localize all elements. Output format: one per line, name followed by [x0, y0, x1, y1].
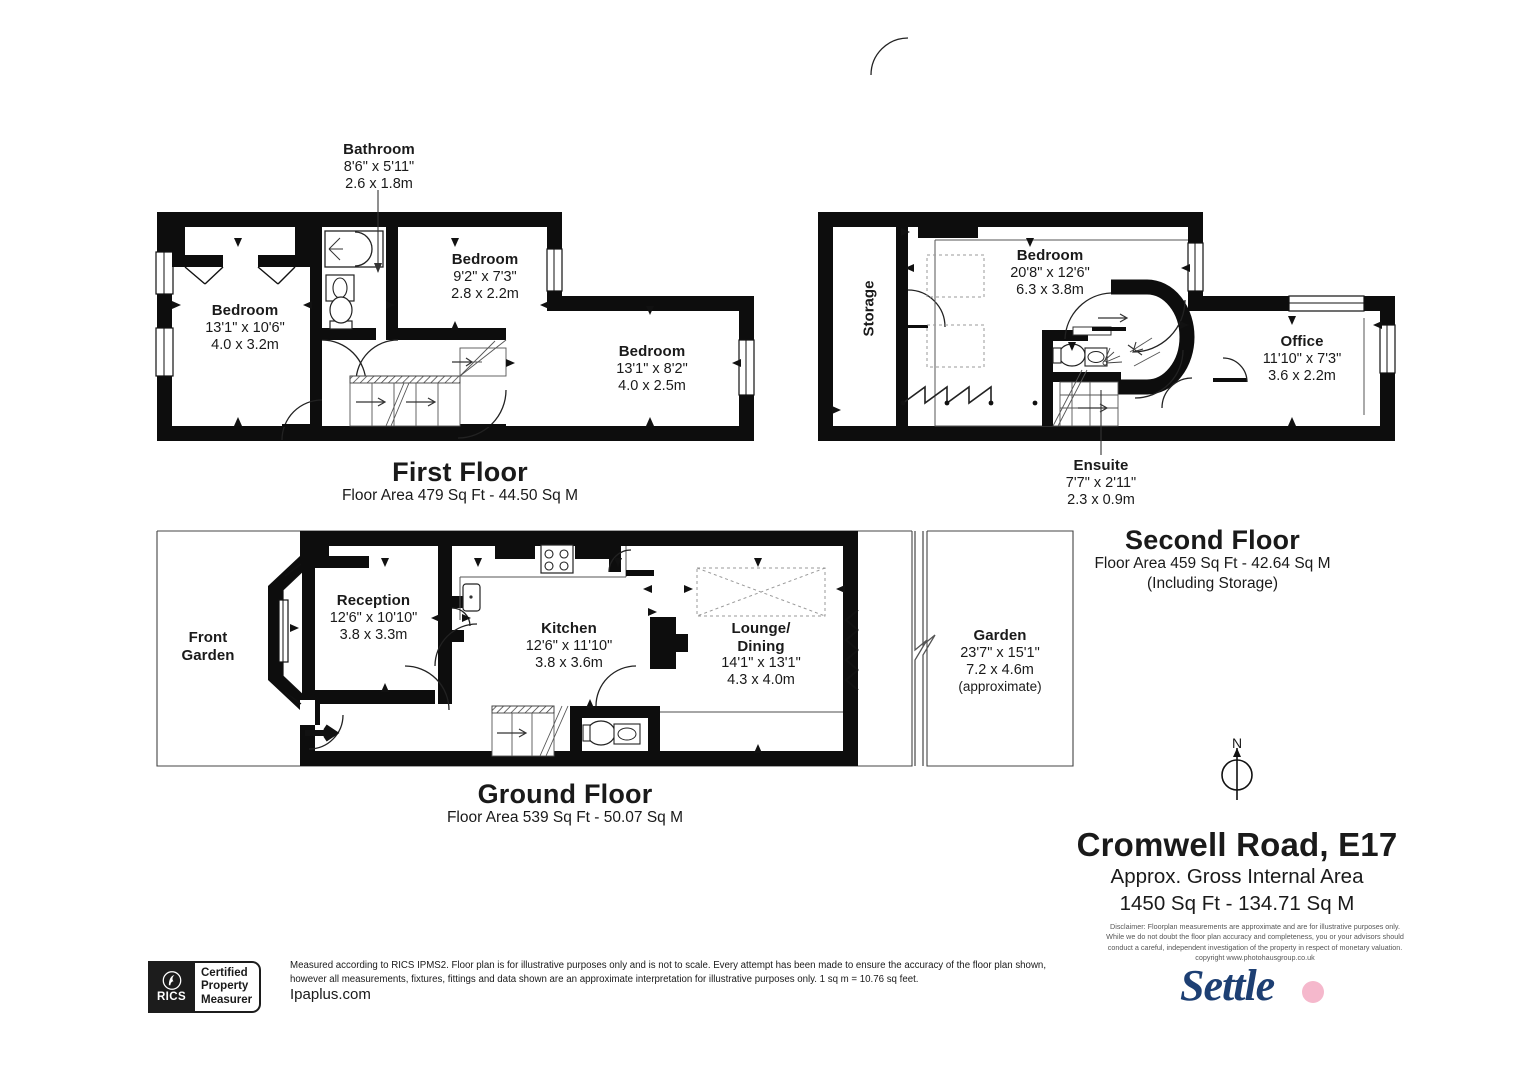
room-dim-imperial: 12'6" x 10'10" [329, 609, 418, 626]
room-name: Ensuite [1073, 457, 1129, 474]
rics-badge-text: Certified Property Measurer [195, 961, 262, 1013]
floor-title: Ground Floor [477, 779, 653, 809]
measured-line-1: Measured according to RICS IPMS2. Floor … [290, 960, 1047, 971]
room-name: Lounge/ [731, 620, 791, 637]
room-dim-metric: 6.3 x 3.8m [1016, 281, 1084, 298]
room-name: Bedroom [451, 251, 519, 268]
disclaimer-line-2: While we do not doubt the floor plan acc… [1106, 932, 1404, 942]
room-name-line2: Dining [737, 637, 785, 655]
room-label-bedroom-first-small: Bedroom 9'2" x 7'3" 2.8 x 2.2m [400, 251, 570, 303]
disclaimer-line-3: conduct a careful, independent investiga… [1107, 942, 1403, 952]
room-label-ensuite: Ensuite 7'7" x 2'11" 2.3 x 0.9m [1022, 457, 1180, 509]
room-label-bedroom-first-rear: Bedroom 13'1" x 8'2" 4.0 x 2.5m [562, 343, 742, 395]
room-name: Front [188, 629, 228, 646]
room-dim-imperial: 20'8" x 12'6" [1010, 264, 1090, 281]
svg-text:Settle: Settle [1180, 961, 1275, 1010]
room-label-office: Office 11'10" x 7'3" 3.6 x 2.2m [1222, 333, 1382, 385]
right-disclaimer: Disclaimer: Floorplan measurements are a… [1090, 922, 1420, 964]
room-label-kitchen: Kitchen 12'6" x 11'10" 3.8 x 3.6m [498, 620, 640, 672]
floor-area: Floor Area 539 Sq Ft - 50.07 Sq M [446, 809, 684, 827]
room-dim-metric: 3.6 x 2.2m [1268, 367, 1336, 384]
settle-logo: Settle [1180, 961, 1324, 1010]
ground-floor-plan [156, 530, 1074, 767]
room-dim-imperial: 13'1" x 8'2" [616, 360, 688, 377]
room-dim-imperial: 12'6" x 11'10" [525, 637, 613, 654]
room-name: Bedroom [1016, 247, 1084, 264]
floor-title: Second Floor [1125, 525, 1300, 555]
room-dim-metric: 2.6 x 1.8m [345, 175, 413, 192]
room-name: Bedroom [618, 343, 686, 360]
room-dim-metric: 4.0 x 2.5m [618, 377, 686, 394]
ground-floor-caption: Ground Floor Floor Area 539 Sq Ft - 50.0… [385, 780, 745, 828]
room-dim-metric: 4.3 x 4.0m [727, 672, 795, 689]
room-note: (approximate) [958, 678, 1042, 694]
room-dim-imperial: 23'7" x 15'1" [960, 644, 1040, 661]
compass-north-label: N [1231, 735, 1243, 751]
floor-note: (Including Storage) [1147, 574, 1278, 592]
room-dim-imperial: 14'1" x 13'1" [721, 655, 801, 672]
room-label-lounge-dining: Lounge/ Dining 14'1" x 13'1" 4.3 x 4.0m [690, 620, 832, 690]
room-name: Storage [860, 280, 878, 337]
measured-line-2: however all measurements, fixtures, fitt… [290, 973, 919, 985]
room-dim-imperial: 11'10" x 7'3" [1262, 350, 1342, 367]
room-name: Garden [973, 627, 1027, 644]
room-label-bedroom-first-main: Bedroom 13'1" x 10'6" 4.0 x 3.2m [150, 302, 340, 354]
rics-certified-badge: RICS Certified Property Measurer [148, 961, 262, 1013]
ground-floor-stairs [491, 705, 569, 757]
room-label-bathroom: Bathroom 8'6" x 5'11" 2.6 x 1.8m [298, 141, 460, 193]
rics-text-line-1: Certified [201, 967, 248, 979]
room-dim-metric: 7.2 x 4.6m [966, 661, 1034, 678]
first-floor-caption: First Floor Floor Area 479 Sq Ft - 44.50… [280, 458, 640, 506]
rics-emblem-icon [162, 971, 181, 990]
room-name: Reception [336, 592, 411, 609]
property-title-block: Cromwell Road, E17 Approx. Gross Interna… [1022, 826, 1452, 917]
disclaimer-copyright: copyright www.photohausgroup.co.uk [1195, 953, 1315, 963]
room-dim-metric: 3.8 x 3.3m [339, 626, 408, 643]
rics-text-line-2: Property [201, 980, 249, 993]
second-floor-stairs [1052, 337, 1161, 427]
room-label-reception: Reception 12'6" x 10'10" 3.8 x 3.3m [290, 592, 457, 644]
rics-logo-block: RICS [148, 961, 195, 1013]
room-label-front-garden: Front Garden [160, 629, 256, 664]
room-label-storage: Storage [861, 264, 878, 354]
ipaplus-link[interactable]: Ipaplus.com [290, 986, 371, 1003]
room-name: Bedroom [211, 302, 279, 319]
floor-area: Floor Area 479 Sq Ft - 44.50 Sq M [341, 487, 579, 505]
page-title: Cromwell Road, E17 [1076, 826, 1398, 863]
room-dim-imperial: 13'1" x 10'6" [205, 319, 285, 336]
room-dim-metric: 3.8 x 3.6m [535, 654, 603, 671]
rics-text-line-3: Measurer [201, 993, 253, 1006]
room-dim-metric: 2.8 x 2.2m [451, 285, 519, 302]
room-dim-metric: 2.3 x 0.9m [1067, 491, 1135, 508]
first-floor-plan [155, 190, 755, 441]
second-floor-caption: Second Floor Floor Area 459 Sq Ft - 42.6… [1030, 526, 1395, 593]
room-name-line2: Garden [181, 646, 235, 664]
floor-area: Floor Area 459 Sq Ft - 42.64 Sq M [1094, 555, 1331, 573]
room-dim-imperial: 7'7" x 2'11" [1065, 474, 1137, 491]
room-name: Kitchen [541, 620, 597, 637]
compass-rose [1221, 748, 1253, 800]
room-dim-imperial: 9'2" x 7'3" [453, 268, 517, 285]
rics-wordmark: RICS [156, 990, 187, 1003]
room-label-bedroom-loft: Bedroom 20'8" x 12'6" 6.3 x 3.8m [960, 247, 1140, 299]
room-name: Bathroom [343, 141, 415, 158]
room-dim-imperial: 8'6" x 5'11" [343, 158, 415, 175]
second-floor-plan [818, 37, 1396, 455]
gross-area-caption: Approx. Gross Internal Area [1110, 865, 1364, 888]
room-name: Office [1280, 333, 1324, 350]
first-floor-stairs [349, 339, 507, 427]
room-label-garden: Garden 23'7" x 15'1" 7.2 x 4.6m (approxi… [915, 627, 1085, 695]
room-dim-metric: 4.0 x 3.2m [211, 336, 279, 353]
disclaimer-line-1: Disclaimer: Floorplan measurements are a… [1110, 922, 1400, 931]
measured-disclaimer: Measured according to RICS IPMS2. Floor … [290, 959, 1110, 987]
gross-area-value: 1450 Sq Ft - 134.71 Sq M [1119, 891, 1355, 915]
floor-title: First Floor [392, 457, 528, 487]
